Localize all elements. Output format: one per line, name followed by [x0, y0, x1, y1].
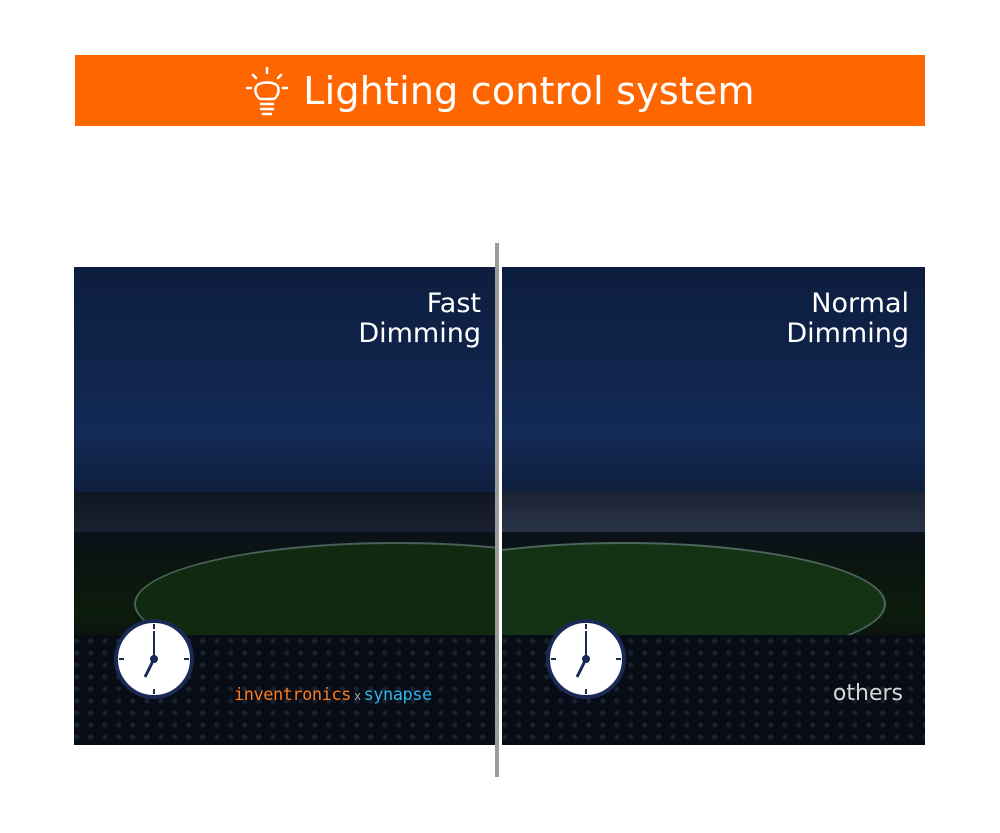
- normal-dimming-label: Normal Dimming: [786, 289, 909, 349]
- label-line1: Fast: [426, 288, 481, 319]
- stadium-stand: [74, 492, 497, 532]
- lightbulb-icon: [246, 66, 289, 115]
- crowd: [502, 635, 925, 745]
- label-line1: Normal: [811, 288, 909, 319]
- fast-dimming-label: Fast Dimming: [358, 289, 481, 349]
- others-caption: others: [832, 681, 903, 706]
- normal-dimming-panel: Normal Dimming others: [502, 267, 925, 745]
- banner-title: Lighting control system: [303, 68, 755, 113]
- stadium-stand: [502, 492, 925, 532]
- title-banner: Lighting control system: [75, 55, 925, 126]
- label-line2: Dimming: [786, 318, 909, 349]
- logo-separator: x: [353, 689, 361, 703]
- synapse-logo: synapse: [363, 685, 433, 705]
- inventronics-logo: inventronics: [234, 685, 351, 705]
- clock-icon: [546, 619, 626, 699]
- clock-icon: [114, 619, 194, 699]
- comparison-divider[interactable]: [495, 243, 499, 777]
- label-line2: Dimming: [358, 318, 481, 349]
